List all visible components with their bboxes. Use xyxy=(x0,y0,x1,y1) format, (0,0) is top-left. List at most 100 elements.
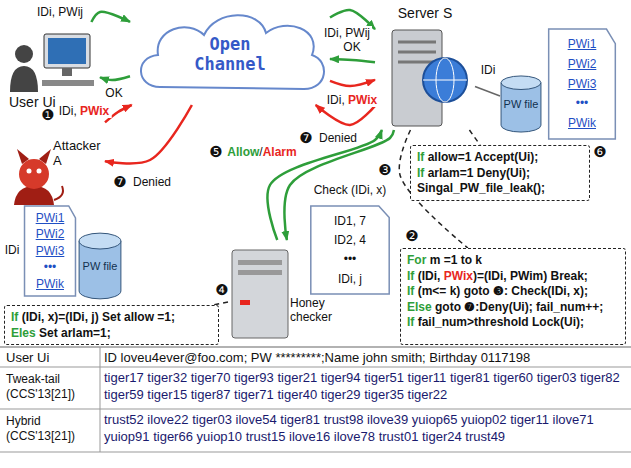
screen xyxy=(48,38,86,64)
table-cell: tiger17 tiger32 tiger70 tiger93 tiger21 … xyxy=(104,369,626,403)
text-run: If xyxy=(407,269,414,283)
table-cell: User Ui xyxy=(6,350,49,365)
text-run: Allow xyxy=(227,145,259,159)
monitor-stand xyxy=(62,68,72,76)
node-text: If allow=1 Accept(Ui); xyxy=(417,150,583,166)
callout-number: ❹ xyxy=(215,282,228,298)
text-run: OK xyxy=(343,40,360,54)
node-text: PWi2 xyxy=(568,57,597,71)
code-box: For m =1 to kIf (IDi, PWix)=(IDi, PWim) … xyxy=(400,248,626,345)
node-text: ID2, 4 xyxy=(334,233,366,247)
node-text: If (IDi, PWix)=(IDi, PWim) Break; xyxy=(407,269,619,285)
text-run: goto ❼:Deny(Ui); fail_num++; xyxy=(432,300,604,314)
edge-label: Allow/Alarm xyxy=(225,145,298,159)
table-rule xyxy=(0,452,631,453)
node-text: Open Channel xyxy=(188,35,272,74)
node-text: If (m<= k) goto ❸: Check(IDi, x); xyxy=(407,284,619,300)
node-text: IDi, j xyxy=(338,272,362,286)
icon-node: Honey checker xyxy=(228,240,340,342)
node-text: PWik xyxy=(568,116,596,130)
text-run: / xyxy=(259,145,262,159)
message-arrow xyxy=(91,12,130,22)
cyl-node: PW file xyxy=(500,75,542,133)
user-icon xyxy=(10,34,94,92)
message-arrow xyxy=(330,80,375,86)
document-shape xyxy=(25,206,76,296)
edge-label: Denied xyxy=(317,131,359,145)
message-arrow xyxy=(316,105,375,125)
eye xyxy=(37,169,42,174)
node-text: Attacker A xyxy=(53,138,105,168)
text-run: Denied xyxy=(319,131,357,145)
node-text: PWi3 xyxy=(568,77,597,91)
node-text: For m =1 to k xyxy=(407,253,619,269)
drive-slot xyxy=(398,51,436,54)
node-text: ••• xyxy=(576,96,589,110)
cloud-node: Open Channel xyxy=(130,5,330,105)
node-text: Eles Set arlam=1; xyxy=(11,326,212,342)
callout-number: ❷ xyxy=(405,228,418,244)
code-box: If allow=1 Accept(Ui);If arlam=1 Deny(Ui… xyxy=(410,145,590,201)
message-arrow xyxy=(330,59,375,62)
edge-label: IDi, PWij xyxy=(35,5,85,19)
node-text: Singal_PW_file_leak(); xyxy=(417,181,583,197)
icon-node: Server S xyxy=(375,5,475,130)
cyl-node: PW file xyxy=(78,232,122,300)
node-text: ••• xyxy=(44,260,57,274)
text-run: m =1 to k xyxy=(426,253,482,267)
globe xyxy=(423,58,467,102)
doc-node: PWi1PWi2PWi3•••PWik xyxy=(24,205,76,297)
leader-line xyxy=(469,130,480,145)
user-head xyxy=(15,45,33,63)
table-cell: Tweak-tail (CCS'13[21]) xyxy=(6,372,94,402)
edge-label: OK xyxy=(103,86,124,100)
text-run: If xyxy=(417,150,424,164)
table-cell: trust52 ilove22 tiger03 ilove54 tiger81 … xyxy=(104,411,626,445)
drive-slot xyxy=(398,41,436,44)
honey-checker-icon xyxy=(232,250,288,338)
globe-equator xyxy=(423,80,467,81)
icon-node: Attacker A xyxy=(5,120,105,205)
document-shape xyxy=(549,29,616,139)
server-icon xyxy=(392,30,467,126)
cylinder-body xyxy=(501,83,541,132)
cylinder-body xyxy=(79,241,121,299)
doc-node: PWi1PWi2PWi3 ••• PWik xyxy=(548,28,616,140)
edge-label: IDi, PWij xyxy=(322,26,372,40)
callout-number: ❼ xyxy=(113,174,126,190)
edge-label: Denied xyxy=(131,175,173,189)
monitor xyxy=(44,34,90,68)
callout-number: ❼ xyxy=(299,130,312,146)
code-box: If (IDi, x)=(IDi, j) Set allow =1; Eles S… xyxy=(4,305,219,345)
node-text: PWi3 xyxy=(36,244,65,258)
node-text: Honey checker xyxy=(290,296,340,325)
text-run: For xyxy=(407,253,426,267)
cloud-shape xyxy=(141,15,324,89)
text-run: fail_num>threshold Lock(Ui); xyxy=(414,315,584,329)
node-text: PWi1 xyxy=(568,37,597,51)
edge-label: OK xyxy=(341,40,362,54)
node-text: PW file xyxy=(82,260,118,272)
text-run: If xyxy=(11,310,18,324)
callout-number: ❸ xyxy=(378,162,391,178)
callout-number: ❶ xyxy=(41,107,54,123)
text-run: (m<= k) goto ❸: Check(IDi, x); xyxy=(414,284,588,298)
text-run: Denied xyxy=(133,175,171,189)
text-run: PWix xyxy=(348,93,377,107)
devil-head xyxy=(19,159,49,189)
edge-label: IDi, PWix xyxy=(325,93,380,107)
text-run: If xyxy=(407,284,414,298)
node-text: PWik xyxy=(36,277,64,291)
text-run: If xyxy=(417,166,424,180)
text-run: Alarm xyxy=(263,145,297,159)
icon-node: User Ui xyxy=(5,22,100,112)
table-cell: ID loveu4ever@foo.com; PW *********;Name… xyxy=(104,350,530,365)
checker-case xyxy=(232,250,288,338)
table-rule xyxy=(100,347,101,452)
eye xyxy=(27,169,32,174)
node-text: PWi2 xyxy=(36,227,65,241)
drive-slot xyxy=(238,270,282,275)
cylinder-top xyxy=(79,233,121,249)
node-text: If fail_num>threshold Lock(Ui); xyxy=(407,315,619,331)
text-run: (IDi, x)=(IDi, j) Set allow =1; xyxy=(18,310,175,324)
